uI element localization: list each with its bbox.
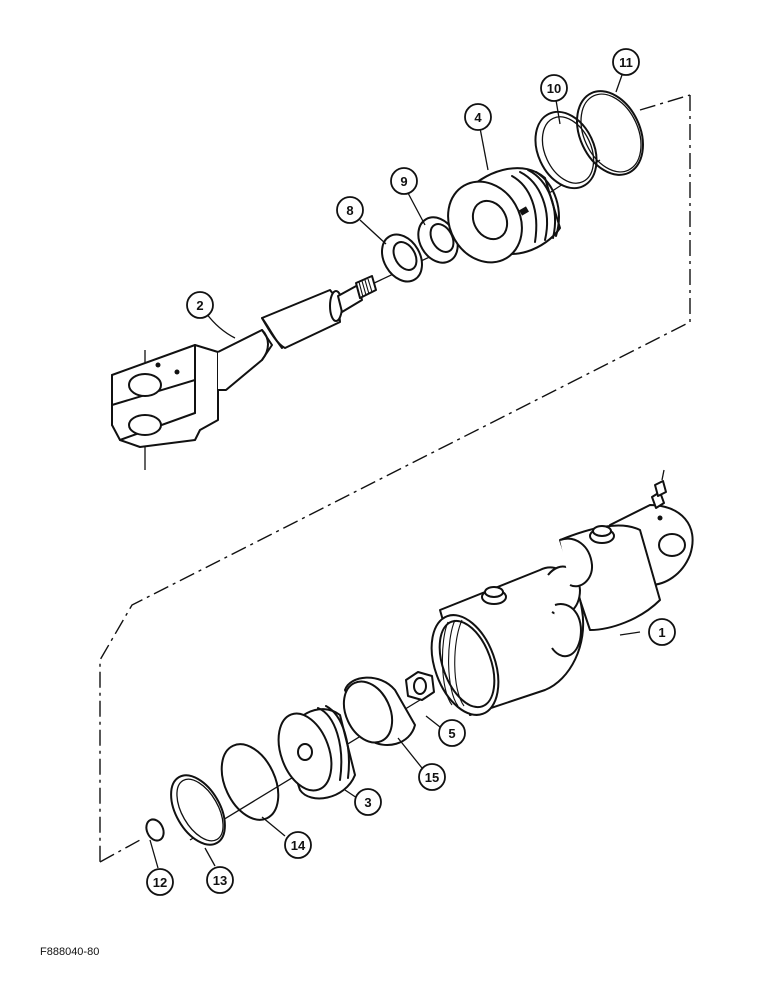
o-ring-large bbox=[576, 90, 644, 176]
callout-11-label: 11 bbox=[619, 55, 633, 70]
leader-lines bbox=[149, 74, 641, 869]
backup-ring-piston bbox=[170, 774, 226, 846]
callout-2-label: 2 bbox=[196, 298, 203, 313]
callout-14-label: 14 bbox=[291, 838, 306, 853]
callout-4-label: 4 bbox=[474, 110, 482, 125]
callout-3-label: 3 bbox=[364, 795, 371, 810]
callout-12-label: 12 bbox=[153, 875, 167, 890]
backup-ring bbox=[534, 110, 598, 190]
assembly-boundary bbox=[99, 94, 691, 863]
callout-10: 10 bbox=[540, 74, 568, 102]
callout-9-label: 9 bbox=[400, 174, 407, 189]
lock-nut bbox=[405, 671, 435, 701]
callout-2: 2 bbox=[186, 291, 214, 319]
callout-1: 1 bbox=[648, 618, 676, 646]
figure-code: F888040-80 bbox=[40, 946, 100, 958]
piston-rod-clevis bbox=[111, 275, 377, 448]
callout-14: 14 bbox=[284, 831, 312, 859]
callout-5: 5 bbox=[438, 719, 466, 747]
callout-15-label: 15 bbox=[425, 770, 439, 785]
cylinder-barrel bbox=[430, 469, 694, 716]
callout-11: 11 bbox=[612, 48, 640, 76]
callout-8-label: 8 bbox=[346, 203, 353, 218]
callout-9: 9 bbox=[390, 167, 418, 195]
o-ring-piston bbox=[220, 743, 280, 821]
callout-13-label: 13 bbox=[213, 873, 227, 888]
callout-1-label: 1 bbox=[658, 625, 665, 640]
wear-ring bbox=[342, 676, 416, 746]
gland bbox=[447, 167, 561, 264]
callout-12: 12 bbox=[146, 868, 174, 896]
callout-5-label: 5 bbox=[448, 726, 455, 741]
callout-3: 3 bbox=[354, 788, 382, 816]
callout-13: 13 bbox=[206, 866, 234, 894]
callout-10-label: 10 bbox=[547, 81, 561, 96]
callout-8: 8 bbox=[336, 196, 364, 224]
wiper-ring bbox=[381, 233, 423, 283]
callout-15: 15 bbox=[418, 763, 446, 791]
piston bbox=[277, 705, 356, 800]
callout-4: 4 bbox=[464, 103, 492, 131]
o-ring-small bbox=[145, 818, 165, 842]
